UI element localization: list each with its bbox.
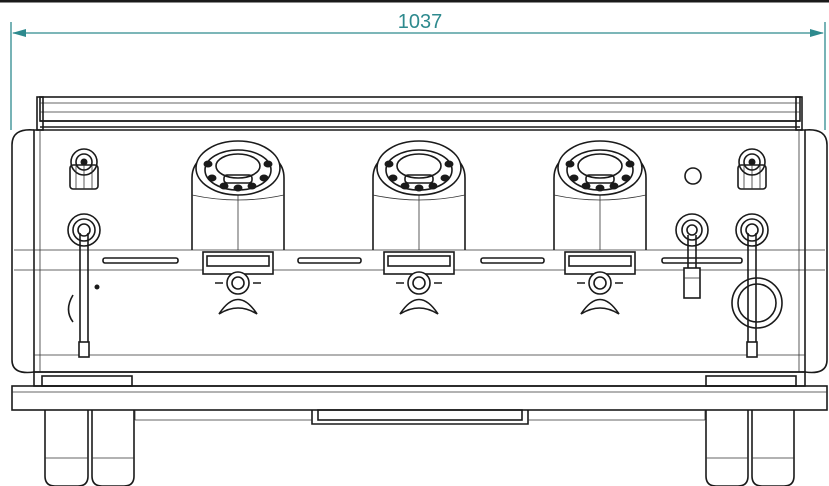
dimension-value: 1037 (398, 11, 443, 33)
cup-warmer-rail (36, 96, 803, 131)
dimension-arrow-left (12, 29, 26, 37)
pressure-gauge (731, 277, 783, 329)
machine-feet (44, 410, 795, 486)
right-steam-knob (737, 148, 767, 190)
left-steam-wand (67, 213, 101, 358)
front-slots (102, 257, 743, 264)
dimension-arrow-right (810, 29, 824, 37)
brew-groups (191, 140, 647, 315)
hot-water-outlet (675, 167, 709, 299)
brew-group-2 (372, 140, 466, 315)
left-steam-knob (69, 148, 99, 190)
overall-width-dimension: 1037 (10, 11, 826, 130)
brew-group-3 (553, 140, 647, 315)
brew-group-1 (191, 140, 285, 315)
base-and-drip-tray (11, 371, 828, 425)
